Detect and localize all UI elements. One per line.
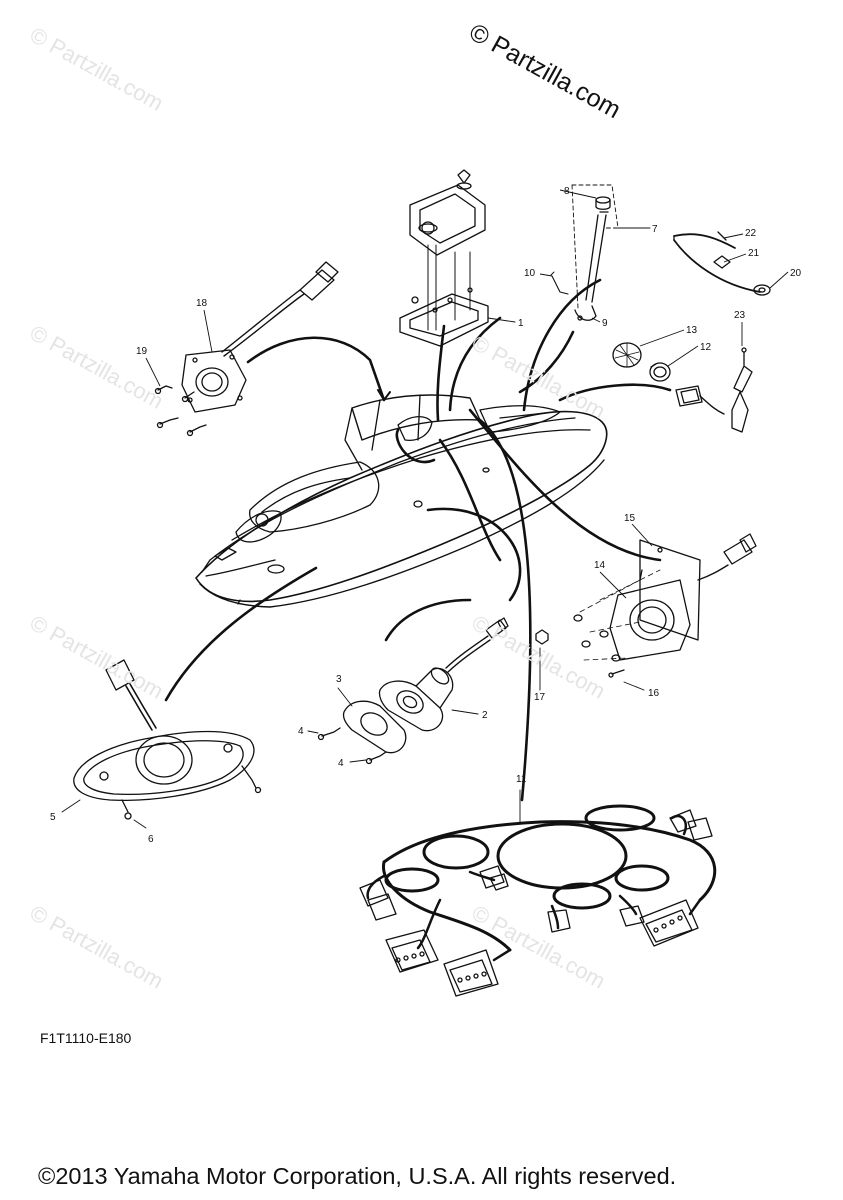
lead-wire (673, 231, 771, 296)
callout-22: 22 (745, 228, 757, 239)
callout-16: 16 (648, 688, 660, 699)
callout-18: 18 (196, 298, 208, 309)
speaker-left (154, 261, 339, 437)
callout-2: 2 (482, 710, 488, 721)
callout-9: 9 (602, 318, 608, 329)
callout-14: 14 (594, 560, 606, 571)
light-cover (61, 659, 262, 829)
callout-6: 6 (148, 834, 154, 845)
routing-lines (164, 278, 672, 802)
callout-4a: 4 (298, 726, 304, 737)
callout-13: 13 (686, 325, 698, 336)
speaker-center (307, 617, 509, 765)
rod-assembly (550, 184, 651, 321)
callout-21: 21 (748, 248, 760, 259)
callout-11: 11 (516, 774, 527, 785)
callout-19: 19 (136, 346, 148, 357)
callout-7: 7 (652, 224, 658, 235)
callout-20: 20 (790, 268, 802, 279)
callout-12: 12 (700, 342, 712, 353)
callout-3: 3 (336, 674, 342, 685)
speaker-right (535, 533, 757, 691)
sensor-assembly (675, 347, 753, 433)
wire-harness (359, 789, 717, 997)
box-assembly (399, 169, 516, 347)
callout-4b: 4 (338, 758, 344, 769)
callout-10: 10 (524, 268, 536, 279)
figure-code: F1T1110-E180 (40, 1030, 132, 1046)
callout-1: 1 (518, 318, 524, 329)
callout-15: 15 (624, 513, 636, 524)
callout-5: 5 (50, 812, 56, 823)
copyright-footer: ©2013 Yamaha Motor Corporation, U.S.A. A… (38, 1163, 677, 1189)
boat-hull (195, 394, 608, 608)
callout-17: 17 (534, 692, 546, 703)
callout-23: 23 (734, 310, 746, 321)
cover-grommet (612, 342, 671, 382)
